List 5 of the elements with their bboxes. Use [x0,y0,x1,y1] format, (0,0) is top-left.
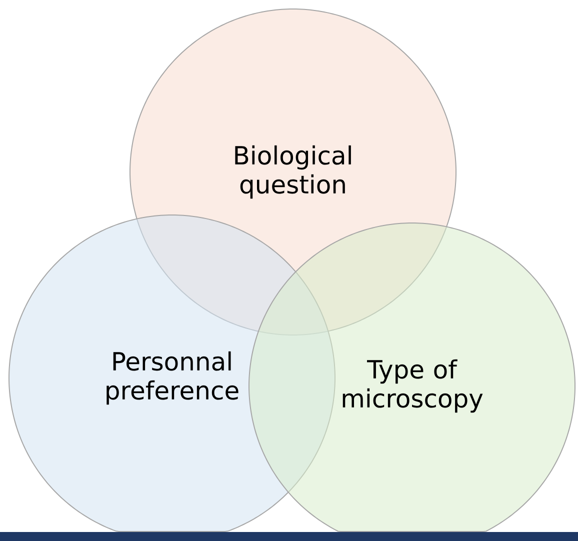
venn-circle [8,214,336,532]
venn-label: Biological question [235,145,351,199]
venn-label: Personnal preference [106,351,238,405]
venn-label: Type of microscopy [342,359,483,413]
venn-circle [248,222,576,532]
